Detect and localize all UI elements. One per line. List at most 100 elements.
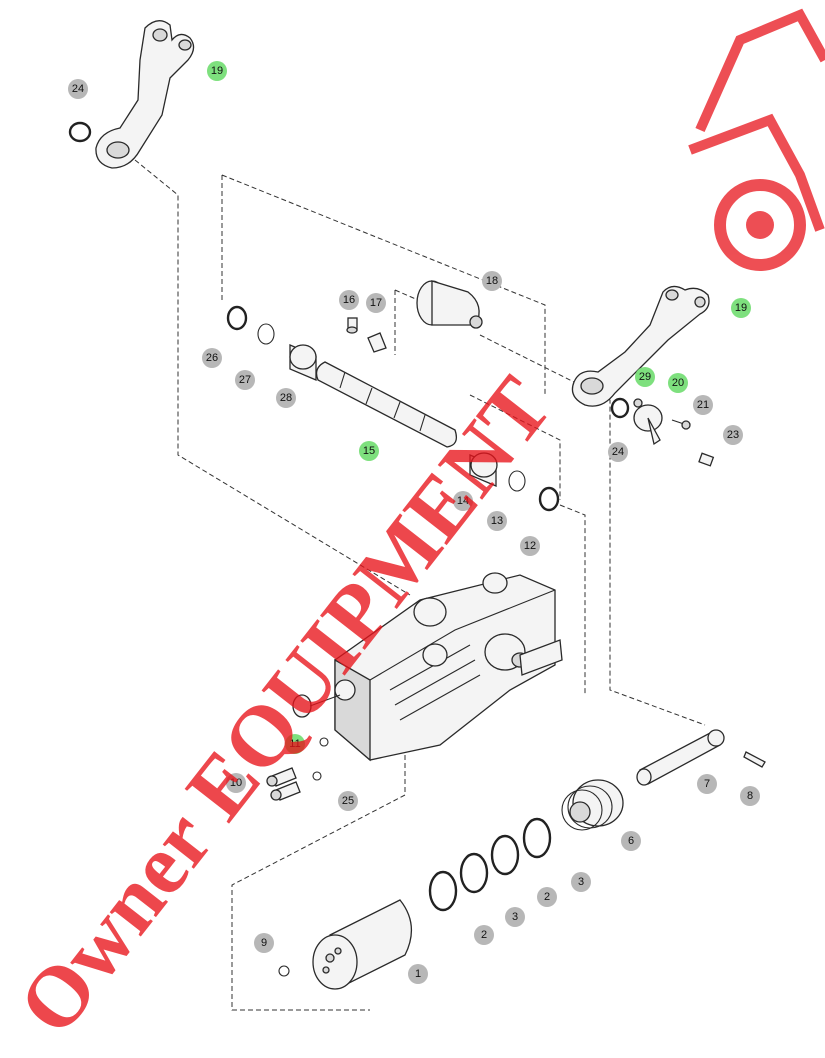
callout-label: 25: [342, 795, 354, 807]
callout-badge: [254, 933, 274, 953]
callout-badge: [537, 887, 557, 907]
callout-label: 29: [639, 371, 651, 383]
callout-label: 2: [544, 891, 550, 903]
callout-29: 29: [635, 367, 655, 387]
callout-label: 28: [280, 392, 292, 404]
callout-badge: [487, 511, 507, 531]
callout-17: 17: [366, 293, 386, 313]
callout-label: 9: [261, 937, 267, 949]
callout-27: 27: [235, 370, 255, 390]
callout-label: 16: [343, 294, 355, 306]
callout-badge: [338, 791, 358, 811]
callout-28: 28: [276, 388, 296, 408]
callout-10: 10: [226, 773, 246, 793]
callout-badge: [693, 395, 713, 415]
callout-label: 24: [72, 83, 84, 95]
callout-badge: [359, 441, 379, 461]
callout-label: 23: [727, 429, 739, 441]
callout-label: 21: [697, 399, 709, 411]
callout-label: 3: [512, 911, 518, 923]
piston-rod: [636, 729, 725, 786]
callout-label: 27: [239, 374, 251, 386]
callout-badge: [740, 786, 760, 806]
callout-2: 2: [537, 887, 557, 907]
callout-badge: [520, 536, 540, 556]
callout-9: 9: [254, 933, 274, 953]
cam-plate-20: [633, 398, 663, 446]
callout-label: 19: [211, 65, 223, 77]
callout-19: 19: [731, 298, 751, 318]
callout-badge: [571, 872, 591, 892]
callout-label: 14: [457, 495, 469, 507]
callout-label: 13: [491, 515, 503, 527]
callout-14: 14: [453, 491, 473, 511]
callout-badge: [482, 271, 502, 291]
callout-label: 24: [612, 446, 624, 458]
screw-23: [698, 452, 715, 467]
watermark: Owner EQUIPMENT: [0, 8, 825, 1052]
callout-badge: [226, 773, 246, 793]
callout-badge: [408, 964, 428, 984]
callout-label: 12: [524, 540, 536, 552]
callout-label: 20: [672, 377, 684, 389]
o-ring-24-upper: [68, 121, 92, 143]
clip-17: [367, 332, 387, 353]
callout-badge: [276, 388, 296, 408]
callout-badge: [453, 491, 473, 511]
washer-25: [312, 771, 322, 781]
pin-8: [743, 751, 766, 768]
assembly-guides: [134, 159, 706, 1011]
callout-3: 3: [571, 872, 591, 892]
callout-18: 18: [482, 271, 502, 291]
callout-24: 24: [68, 79, 88, 99]
callout-label: 7: [704, 778, 710, 790]
callout-3: 3: [505, 907, 525, 927]
piston: [561, 779, 624, 831]
callout-12: 12: [520, 536, 540, 556]
callout-badge: [697, 774, 717, 794]
washer-11: [319, 737, 329, 747]
callout-badge: [366, 293, 386, 313]
bolt-16: [346, 317, 358, 334]
callout-label: 11: [289, 738, 300, 750]
callout-19: 19: [207, 61, 227, 81]
callout-label: 18: [486, 275, 498, 287]
callout-26: 26: [202, 348, 222, 368]
callout-badge: [285, 734, 305, 754]
callout-badge: [339, 290, 359, 310]
callout-badge: [202, 348, 222, 368]
callout-11: 11: [285, 734, 305, 754]
callout-6: 6: [621, 831, 641, 851]
callout-23: 23: [723, 425, 743, 445]
callout-21: 21: [693, 395, 713, 415]
pivot-block: [416, 280, 483, 329]
valve-housing: [292, 572, 563, 762]
rockshaft-assembly: [226, 305, 560, 512]
callout-25: 25: [338, 791, 358, 811]
callout-label: 1: [415, 968, 421, 980]
callout-badge: [621, 831, 641, 851]
lift-arm-right: [571, 285, 710, 407]
tractor-logo-icon: [688, 8, 825, 271]
callout-badge: [474, 925, 494, 945]
callout-label: 17: [370, 297, 382, 309]
o-ring-24-right: [610, 397, 630, 419]
callout-label: 6: [628, 835, 634, 847]
callout-2: 2: [474, 925, 494, 945]
callout-label: 15: [363, 445, 375, 457]
callout-20: 20: [668, 373, 688, 393]
callout-label: 2: [481, 929, 487, 941]
callout-7: 7: [697, 774, 717, 794]
callout-badge: [723, 425, 743, 445]
callout-8: 8: [740, 786, 760, 806]
callout-24: 24: [608, 442, 628, 462]
bolts-10: [266, 767, 301, 801]
plug-9: [278, 965, 290, 977]
callout-badge: [207, 61, 227, 81]
callout-badge: [668, 373, 688, 393]
callout-badge: [635, 367, 655, 387]
callout-badge: [68, 79, 88, 99]
